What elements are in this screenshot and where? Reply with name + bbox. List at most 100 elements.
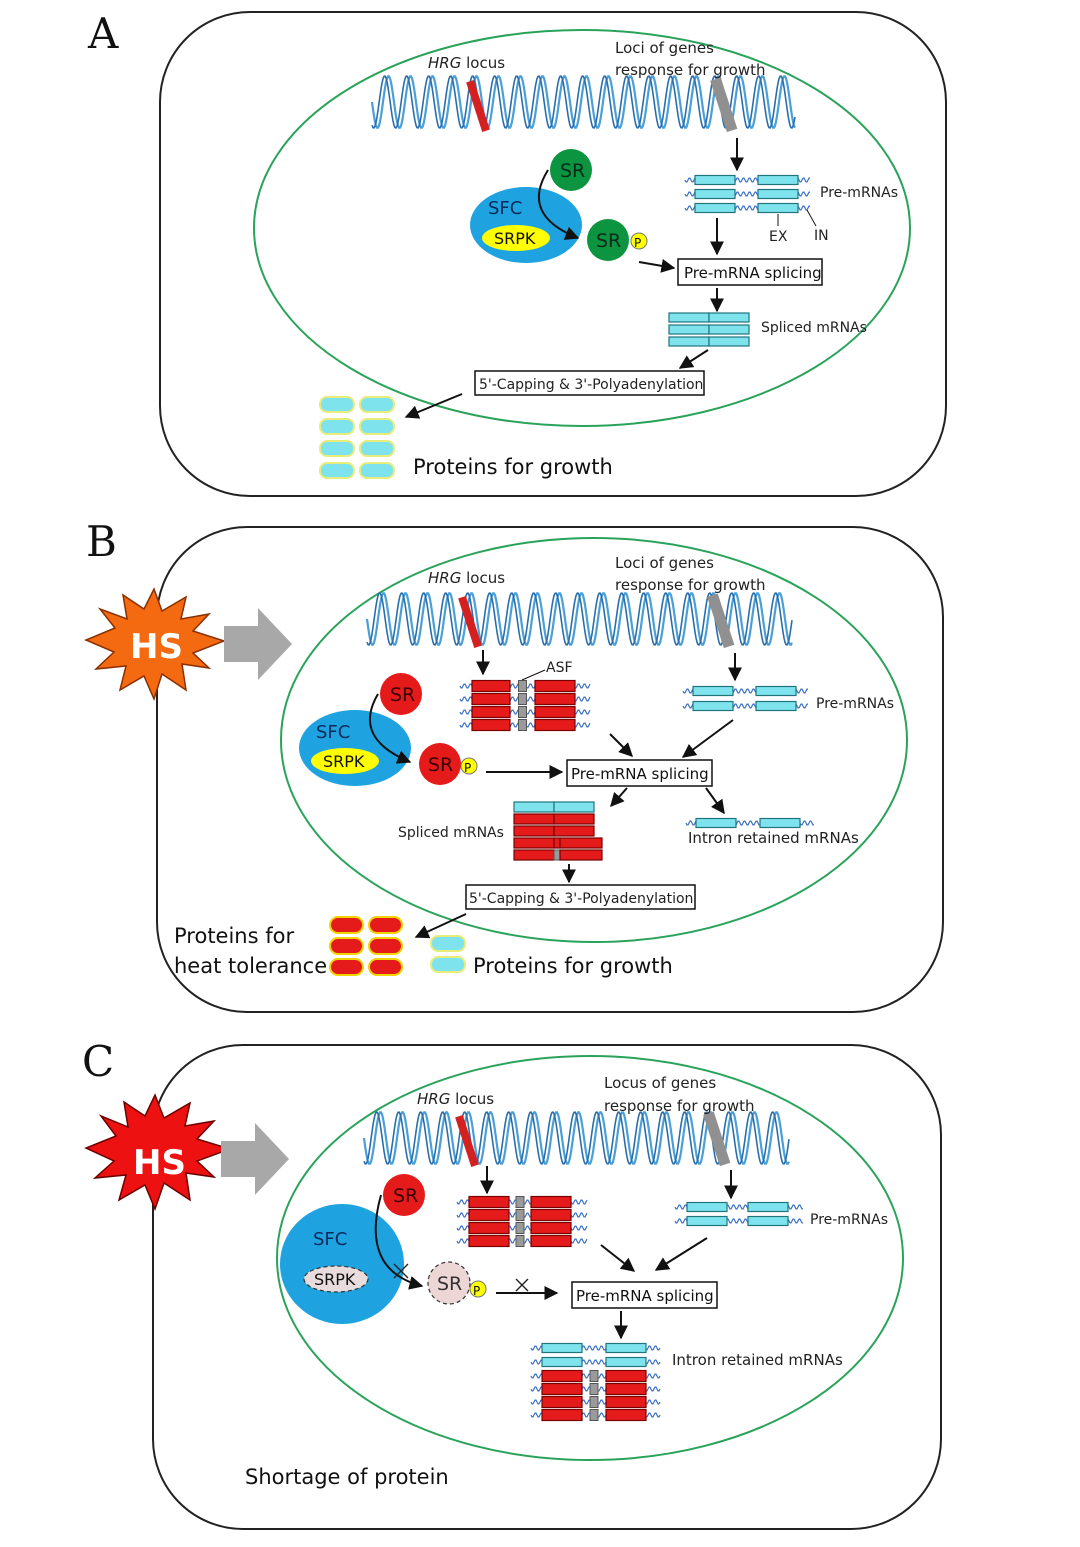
- arrow-splicing-to-retained-b: [705, 787, 725, 815]
- heat-arrow-c: [221, 1123, 289, 1195]
- loci-label-line1-a: Loci of genes: [615, 39, 714, 57]
- spliced-mrna-group-a: [668, 312, 750, 347]
- growth-protein-group-a: [319, 396, 395, 479]
- pre-mrna-group-a: [684, 174, 810, 214]
- hrg-locus-label-a: HRG locus: [428, 54, 505, 72]
- spliced-exon-red: [513, 837, 555, 849]
- pre-mrna-row: [674, 1215, 803, 1227]
- spliced-exon: [553, 801, 595, 813]
- exon-block: [605, 1369, 647, 1383]
- exon-block: [541, 1356, 583, 1368]
- exon-block: [534, 705, 576, 719]
- spliced-exon-red: [553, 825, 595, 837]
- spliced-exon-red: [513, 813, 555, 825]
- intron-retained-group-b: [685, 817, 814, 829]
- pre-mrna-row: [674, 1201, 803, 1213]
- hrg-pre-mrna-row: [459, 679, 591, 693]
- splicing-label-c: Pre-mRNA splicing: [576, 1287, 714, 1305]
- hrg-pre-mrna-group-b: [459, 679, 591, 732]
- sfc-label-a: SFC: [488, 198, 522, 219]
- exon-block: [694, 174, 736, 186]
- dna-strand: [366, 592, 793, 646]
- pre-mrnas-label-a: Pre-mRNAs: [820, 185, 898, 201]
- intron-retained-group-c: [530, 1342, 661, 1422]
- arrow-growth-to-splicing-b: [681, 719, 734, 758]
- growth-locus-marker-c: [703, 1111, 731, 1167]
- pre-mrna-row: [684, 174, 810, 186]
- exon-block: [605, 1382, 647, 1396]
- exon-block: [747, 1201, 789, 1213]
- intron-retained-row: [530, 1382, 661, 1396]
- heat-tolerance-label-line2-b: heat tolerance: [174, 954, 327, 978]
- phosphate-circle-c: [469, 1280, 487, 1298]
- heat-protein-group-b: [329, 916, 403, 976]
- exon-block: [530, 1221, 572, 1235]
- spliced-exon: [668, 336, 710, 347]
- sfc-ellipse-a: [470, 187, 582, 263]
- exon-block: [530, 1195, 572, 1209]
- hrg-locus-marker-b: [458, 596, 482, 648]
- intron-retained-row: [530, 1395, 661, 1409]
- srpk-ellipse-a: [482, 225, 550, 251]
- exon-block: [534, 692, 576, 706]
- spliced-label-b: Spliced mRNAs: [398, 825, 504, 841]
- sr-label-c: SR: [393, 1185, 418, 1207]
- nucleus-c: [276, 1055, 904, 1461]
- phospho-sr-circle-b: [419, 743, 461, 785]
- shortage-label-c: Shortage of protein: [245, 1465, 449, 1489]
- asf-intron-block: [518, 719, 527, 731]
- panel-a: A HRG locus Loci of genes response for g…: [87, 9, 947, 497]
- phosphate-label-a: P: [634, 236, 641, 250]
- phospho-sr-label-b: SR: [428, 754, 453, 776]
- blocked-phosphorylation-arrow-c: [374, 1194, 424, 1290]
- asf-retained-block: [553, 849, 561, 861]
- phosphate-label-b: P: [464, 761, 471, 775]
- growth-locus-marker-a: [710, 77, 738, 133]
- nucleus-a: [253, 29, 911, 427]
- growth-protein: [319, 440, 355, 457]
- capping-label-b: 5'-Capping & 3'-Polyadenylation: [469, 891, 693, 907]
- growth-protein: [430, 956, 466, 973]
- hrg-pre-mrna-row: [456, 1234, 588, 1248]
- phosphorylation-arrow-a: [538, 169, 580, 240]
- sfc-ellipse-c: [280, 1204, 404, 1324]
- spliced-exon: [668, 324, 710, 335]
- hrg-locus-marker-a: [466, 80, 490, 132]
- exon-block: [686, 1215, 728, 1227]
- heat-shock-burst-b: [84, 587, 227, 702]
- exon-block: [468, 1208, 510, 1222]
- growth-protein: [359, 396, 395, 413]
- exon-block: [755, 685, 797, 697]
- splicing-box-a: [677, 258, 823, 286]
- exon-block: [692, 685, 734, 697]
- growth-protein: [319, 396, 355, 413]
- hrg-pre-mrna-row: [459, 692, 591, 706]
- exon-block: [757, 174, 799, 186]
- hrg-locus-marker-c: [455, 1115, 479, 1167]
- asf-intron-block: [518, 680, 527, 692]
- arrow-spliced-to-capping-a: [678, 349, 709, 369]
- sr-label-a: SR: [560, 160, 585, 182]
- exon-block: [605, 1356, 647, 1368]
- arrow-hrg-to-splicing-c: [600, 1244, 636, 1272]
- exon-block: [605, 1395, 647, 1409]
- asf-intron-block: [518, 693, 527, 705]
- asf-intron-block: [589, 1396, 599, 1408]
- exon-block: [468, 1234, 510, 1248]
- pre-mrnas-label-b: Pre-mRNAs: [816, 696, 894, 712]
- arrow-hrg-to-splicing-b: [609, 733, 633, 757]
- exon-block: [534, 679, 576, 693]
- sr-circle-b: [380, 673, 422, 715]
- spliced-exon: [708, 324, 750, 335]
- hrg-pre-mrna-row: [456, 1221, 588, 1235]
- intron-retained-row: [530, 1356, 661, 1368]
- intron-retained-row: [530, 1369, 661, 1383]
- exon-block: [530, 1234, 572, 1248]
- exon-block: [605, 1342, 647, 1354]
- heat-protein: [368, 937, 403, 955]
- sfc-label-c: SFC: [313, 1229, 347, 1250]
- heat-protein: [329, 958, 364, 976]
- proteins-growth-label-b: Proteins for growth: [473, 954, 673, 978]
